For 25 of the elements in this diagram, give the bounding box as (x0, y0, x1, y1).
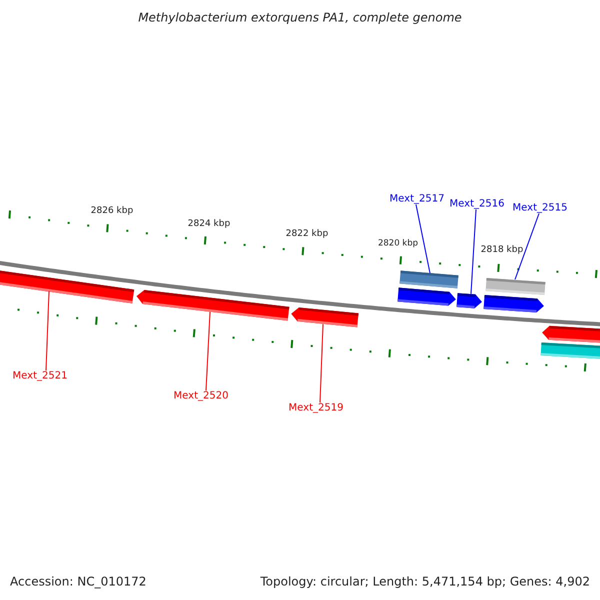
leader-line (320, 324, 324, 403)
leader-line (46, 290, 50, 371)
gene-feature (136, 289, 290, 322)
gene-feature (290, 307, 359, 328)
scale-label: 2818 kbp (480, 246, 524, 256)
leader-line (206, 312, 210, 391)
gene-feature (456, 292, 482, 309)
accession-text: Accession: NC_010172 (10, 575, 146, 589)
feature-bar (486, 278, 546, 295)
feature-bar (400, 270, 458, 288)
scale-label: 2824 kbp (188, 220, 230, 230)
leader-line (514, 213, 540, 280)
leader-line (416, 204, 430, 274)
scale-label: 2826 kbp (90, 207, 134, 217)
genome-summary-text: Topology: circular; Length: 5,471,154 bp; Genes: 4,902 (260, 575, 590, 589)
scale-label: 2822 kbp (286, 230, 328, 240)
gene-label: Mext_2521 (12, 370, 68, 382)
gene-label: Mext_2519 (288, 402, 344, 414)
gene-label: Mext_2515 (512, 202, 568, 214)
gene-label: Mext_2517 (390, 194, 444, 204)
scale-label: 2820 kbp (378, 239, 418, 249)
leader-line (470, 209, 476, 294)
gene-label: Mext_2516 (450, 198, 504, 210)
title: Methylobacterium extorquens PA1, complete genome (138, 11, 462, 25)
gene-label: Mext_2520 (174, 390, 228, 402)
